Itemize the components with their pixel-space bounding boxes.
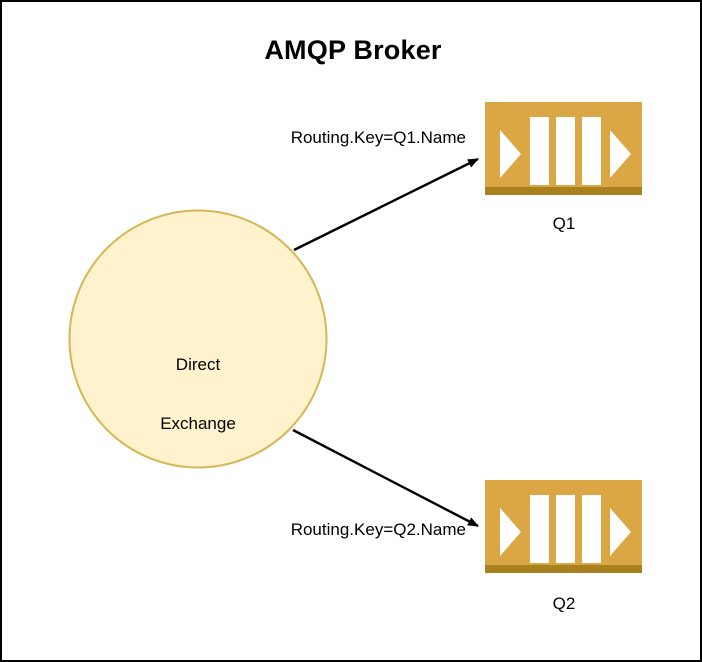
page-title: AMQP Broker (264, 35, 442, 65)
binding-arrow-q1[interactable] (293, 157, 479, 252)
queue-base-strip (485, 565, 642, 573)
exchange-label-line-2: Exchange (160, 413, 236, 433)
queue-bar-1 (530, 117, 549, 185)
queue-out-triangle-icon (610, 508, 631, 556)
edge-label-binding-q2: Routing.Key=Q2.Name (290, 520, 466, 539)
queue-bar-3 (582, 495, 601, 563)
exchange-label: Direct Exchange (69, 316, 327, 472)
exchange-label-line-1: Direct (175, 355, 221, 375)
queue-bar-3 (582, 117, 601, 185)
queue-base-strip (485, 187, 642, 195)
queue-bar-2 (556, 495, 575, 563)
edge-label-binding-q1: Routing.Key=Q1.Name (290, 128, 466, 147)
queue-caption-q2: Q2 (552, 594, 576, 613)
binding-arrow-q2[interactable] (292, 428, 479, 528)
queue-icon-q2[interactable] (485, 480, 642, 573)
queue-bar-1 (530, 495, 549, 563)
queue-in-triangle-icon (500, 130, 521, 178)
queue-out-triangle-icon (610, 130, 631, 178)
queue-caption-q1: Q1 (552, 214, 576, 233)
queue-bar-2 (556, 117, 575, 185)
queue-icon-q1[interactable] (485, 102, 642, 195)
direct-exchange-circle[interactable] (68, 209, 328, 469)
queue-in-triangle-icon (500, 508, 521, 556)
